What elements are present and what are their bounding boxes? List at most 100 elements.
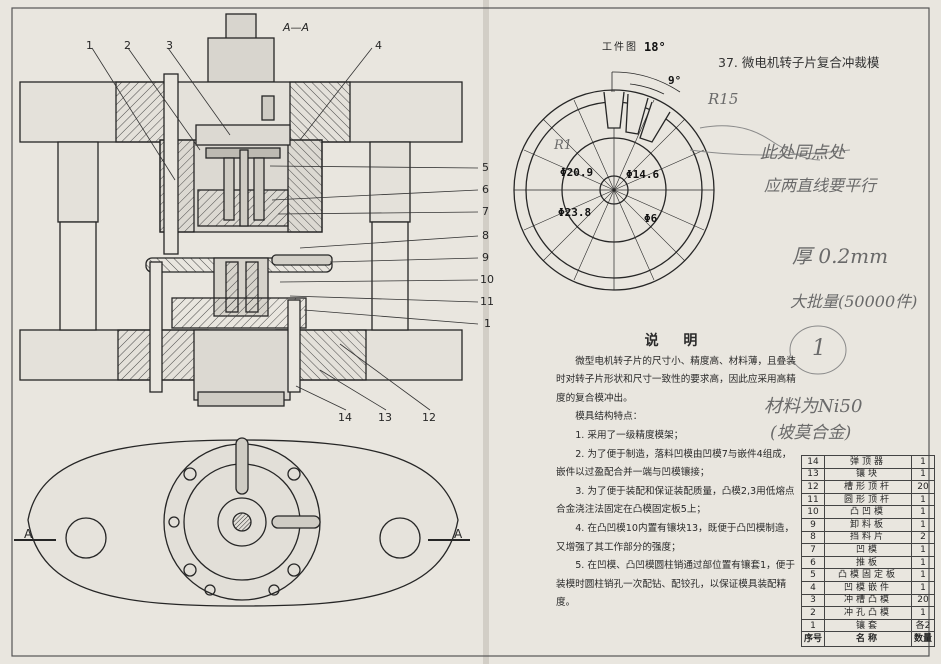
dim-r1: R1 [554, 138, 573, 153]
callout-1-lower: 1 [484, 317, 491, 330]
sheet-border [11, 7, 930, 657]
dim-angle-9: 9° [668, 74, 682, 87]
bom-name: 凸凹模 [824, 505, 912, 519]
callout-14: 14 [338, 411, 352, 424]
bom-no: 11 [800, 492, 826, 507]
bom-header-qty: 数量 [910, 631, 936, 648]
note-batch: 大批量(50000件) [790, 292, 918, 311]
callout-leaders [91, 47, 479, 411]
bom-qty: 1 [910, 543, 936, 557]
note-material-2: (坡莫合金) [770, 423, 852, 443]
bom-header-no: 序号 [800, 631, 826, 648]
bom-no: 1 [800, 618, 826, 633]
note-circled-1: 1 [812, 336, 826, 361]
bom-qty: 20 [910, 593, 936, 608]
bom-qty: 各2 [910, 618, 936, 633]
bom-name: 冲槽凸模 [824, 593, 912, 608]
description-block: 说 明 微型电机转子片的尺寸小、精度高、材料薄，且叠装时对转子片形状和尺寸一致性… [556, 332, 796, 613]
bom-name: 卸料板 [824, 517, 912, 532]
bom-qty: 20 [910, 480, 936, 494]
dim-r15: R15 [708, 90, 739, 108]
bom-no: 13 [800, 467, 826, 482]
bom-no: 6 [800, 555, 826, 570]
view-label-a-left: A [24, 527, 33, 541]
dim-d20-9: Φ20.9 [560, 166, 594, 179]
note-material: 材料为Ni50 [764, 396, 863, 417]
bom-no: 7 [800, 543, 826, 557]
bom-qty: 2 [910, 530, 936, 545]
description-paragraph: 3. 为了便于装配和保证装配质量，凸模2,3用低熔点合金浇注法固定在凸模固定板5… [556, 485, 795, 516]
callout-7: 7 [482, 205, 489, 218]
workpiece-caption: 工件图 [602, 42, 638, 53]
dim-d23-8: Φ23.8 [558, 206, 592, 219]
bom-no: 8 [800, 530, 826, 545]
callout-9: 9 [482, 251, 489, 264]
bom-name: 凸模固定板 [824, 568, 912, 582]
description-heading: 说 明 [644, 333, 708, 349]
bom-header-row: 序号名称数量 [800, 631, 936, 648]
pencil-marks [689, 125, 851, 375]
note-hand-1: 此处同点处 [760, 143, 845, 163]
bom-name: 推板 [824, 555, 912, 570]
bom-name: 镶块 [824, 467, 912, 482]
bom-qty: 1 [910, 467, 936, 482]
callout-1: 1 [86, 39, 93, 52]
callout-4: 4 [375, 39, 382, 52]
callout-6: 6 [482, 183, 489, 196]
view-label-a-right: A [454, 527, 463, 541]
bom-qty: 1 [910, 555, 936, 570]
description-paragraph: 模具结构特点： [575, 411, 643, 423]
description-paragraph: 微型电机转子片的尺寸小、精度高、材料薄，且叠装时对转子片形状和尺寸一致性的要求高… [556, 355, 796, 404]
description-paragraph: 1. 采用了一级精度模架； [575, 429, 684, 441]
bom-qty: 1 [910, 580, 936, 595]
bom-name: 挡料片 [824, 530, 912, 545]
bom-no: 2 [800, 606, 826, 620]
dim-angle-18: 18° [644, 40, 666, 54]
bom-header-name: 名称 [824, 631, 912, 648]
note-thickness: 厚 0.2mm [792, 244, 889, 268]
callout-10: 10 [480, 273, 494, 286]
callout-3: 3 [166, 39, 173, 52]
bom-qty: 1 [910, 505, 936, 519]
description-paragraph: 2. 为了便于制造，落料凹模由凹模7与嵌件4组成，嵌件以过盈配合并一端与凹模镶接… [556, 448, 792, 479]
bom-no: 12 [800, 480, 826, 494]
bom-no: 5 [800, 568, 826, 582]
callout-12: 12 [422, 411, 436, 424]
section-view [19, 13, 463, 407]
callout-5: 5 [482, 161, 489, 174]
bom-qty: 1 [910, 492, 936, 507]
note-hand-2: 应两直线要平行 [764, 176, 877, 195]
bom-qty: 1 [910, 517, 936, 532]
callout-2: 2 [124, 39, 131, 52]
bom-name: 冲孔凸模 [824, 606, 912, 620]
bom-name: 凹模 [824, 543, 912, 557]
section-label: A—A [283, 21, 310, 34]
bom-name: 圆形顶杆 [824, 492, 912, 507]
bom-name: 凹模嵌件 [824, 580, 912, 595]
callout-8: 8 [482, 229, 489, 242]
bom-qty: 1 [910, 568, 936, 582]
bom-name: 槽形顶杆 [824, 480, 912, 494]
dim-d14-6: Φ14.6 [626, 168, 660, 181]
bom-no: 9 [800, 517, 826, 532]
bom-name: 镶套 [824, 618, 912, 633]
bom-no: 10 [800, 505, 826, 519]
bom-no: 3 [800, 593, 826, 608]
description-paragraph: 4. 在凸凹模10内置有镶块13，既便于凸凹模制造，又增强了其工作部分的强度； [556, 522, 795, 553]
bom-no: 4 [800, 580, 826, 595]
callout-13: 13 [378, 411, 392, 424]
bom-qty: 1 [910, 455, 936, 469]
